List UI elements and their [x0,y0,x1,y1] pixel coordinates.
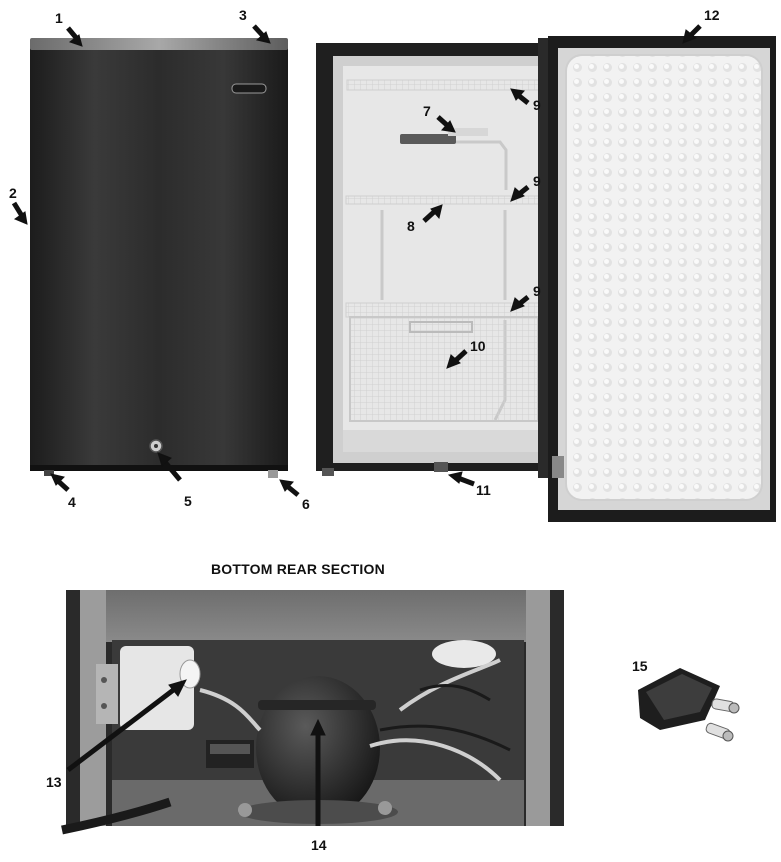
callout-8: 8 [407,218,415,234]
callout-9-lower: 9 [533,283,541,299]
callout-9-middle: 9 [533,173,541,189]
callout-13: 13 [46,774,62,790]
arrow-icon [66,679,326,826]
callout-9-top: 9 [533,97,541,113]
brand-badge [231,83,267,94]
power-cord [61,797,172,835]
callout-7: 7 [423,103,431,119]
callout-1: 1 [55,10,63,26]
arrow-icon [11,24,702,497]
closed-freezer-body [30,38,288,478]
callout-6: 6 [302,496,310,512]
callout-4: 4 [68,494,76,510]
callout-3: 3 [239,7,247,23]
section-title: BOTTOM REAR SECTION [211,561,385,577]
callout-11: 11 [476,482,491,498]
callout-5: 5 [184,493,192,509]
relay-box [120,646,201,730]
callout-2: 2 [9,185,17,201]
callout-10: 10 [470,338,486,354]
callout-14: 14 [311,837,327,853]
lock-icon [149,439,163,453]
open-door [538,36,776,522]
thermostat [400,128,488,144]
spare-key-icon [638,668,740,742]
callout-12: 12 [704,7,720,23]
callout-15: 15 [632,658,648,674]
bottom-rear-photo [61,590,740,835]
wire-basket [349,316,539,422]
freezer-closed-illustration [11,24,776,522]
shelf-top [346,79,540,91]
